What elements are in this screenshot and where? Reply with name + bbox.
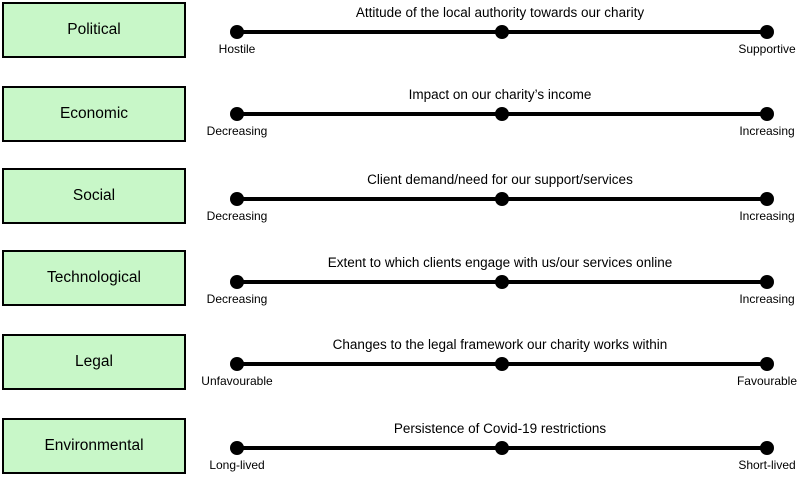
slider-right-label: Favourable — [736, 374, 798, 388]
slider-social: Client demand/need for our support/servi… — [200, 172, 800, 226]
category-box-political: Political — [2, 2, 186, 58]
slider-question: Attitude of the local authority towards … — [355, 5, 645, 20]
category-box-legal: Legal — [2, 334, 186, 390]
slider-left-label: Long-lived — [209, 458, 265, 472]
category-box-environmental: Environmental — [2, 418, 186, 474]
slider-endpoint-left-dot — [230, 25, 244, 39]
slider-question: Impact on our charity’s income — [408, 87, 592, 102]
slider-political: Attitude of the local authority towards … — [200, 5, 800, 59]
slider-endpoint-left-dot — [230, 107, 244, 121]
slider-endpoint-right-dot — [760, 441, 774, 455]
slider-left-label: Decreasing — [206, 292, 268, 306]
slider-right-label: Increasing — [739, 124, 795, 138]
slider-marker-handle[interactable] — [495, 25, 509, 39]
slider-question: Client demand/need for our support/servi… — [367, 172, 633, 187]
slider-endpoint-right-dot — [760, 107, 774, 121]
slider-question: Changes to the legal framework our chari… — [332, 337, 668, 352]
slider-marker-handle[interactable] — [495, 357, 509, 371]
slider-left-label: Hostile — [218, 42, 256, 56]
slider-endpoint-left-dot — [230, 192, 244, 206]
slider-marker-handle[interactable] — [495, 107, 509, 121]
slider-legal: Changes to the legal framework our chari… — [200, 337, 800, 391]
slider-endpoint-right-dot — [760, 357, 774, 371]
slider-marker-handle[interactable] — [495, 192, 509, 206]
slider-endpoint-right-dot — [760, 192, 774, 206]
slider-left-label: Decreasing — [206, 124, 268, 138]
slider-endpoint-right-dot — [760, 25, 774, 39]
slider-question: Extent to which clients engage with us/o… — [327, 255, 673, 270]
category-box-technological: Technological — [2, 250, 186, 306]
slider-marker-handle[interactable] — [495, 441, 509, 455]
slider-left-label: Decreasing — [206, 209, 268, 223]
slider-endpoint-left-dot — [230, 441, 244, 455]
slider-endpoint-left-dot — [230, 275, 244, 289]
category-box-economic: Economic — [2, 86, 186, 142]
slider-right-label: Supportive — [738, 42, 796, 56]
slider-question: Persistence of Covid-19 restrictions — [393, 421, 607, 436]
slider-right-label: Increasing — [739, 292, 795, 306]
category-box-social: Social — [2, 168, 186, 224]
slider-endpoint-left-dot — [230, 357, 244, 371]
slider-marker-handle[interactable] — [495, 275, 509, 289]
slider-environmental: Persistence of Covid-19 restrictions Lon… — [200, 421, 800, 475]
slider-economic: Impact on our charity’s income Decreasin… — [200, 87, 800, 141]
slider-right-label: Short-lived — [738, 458, 796, 472]
slider-right-label: Increasing — [739, 209, 795, 223]
slider-technological: Extent to which clients engage with us/o… — [200, 255, 800, 309]
slider-left-label: Unfavourable — [201, 374, 273, 388]
slider-endpoint-right-dot — [760, 275, 774, 289]
